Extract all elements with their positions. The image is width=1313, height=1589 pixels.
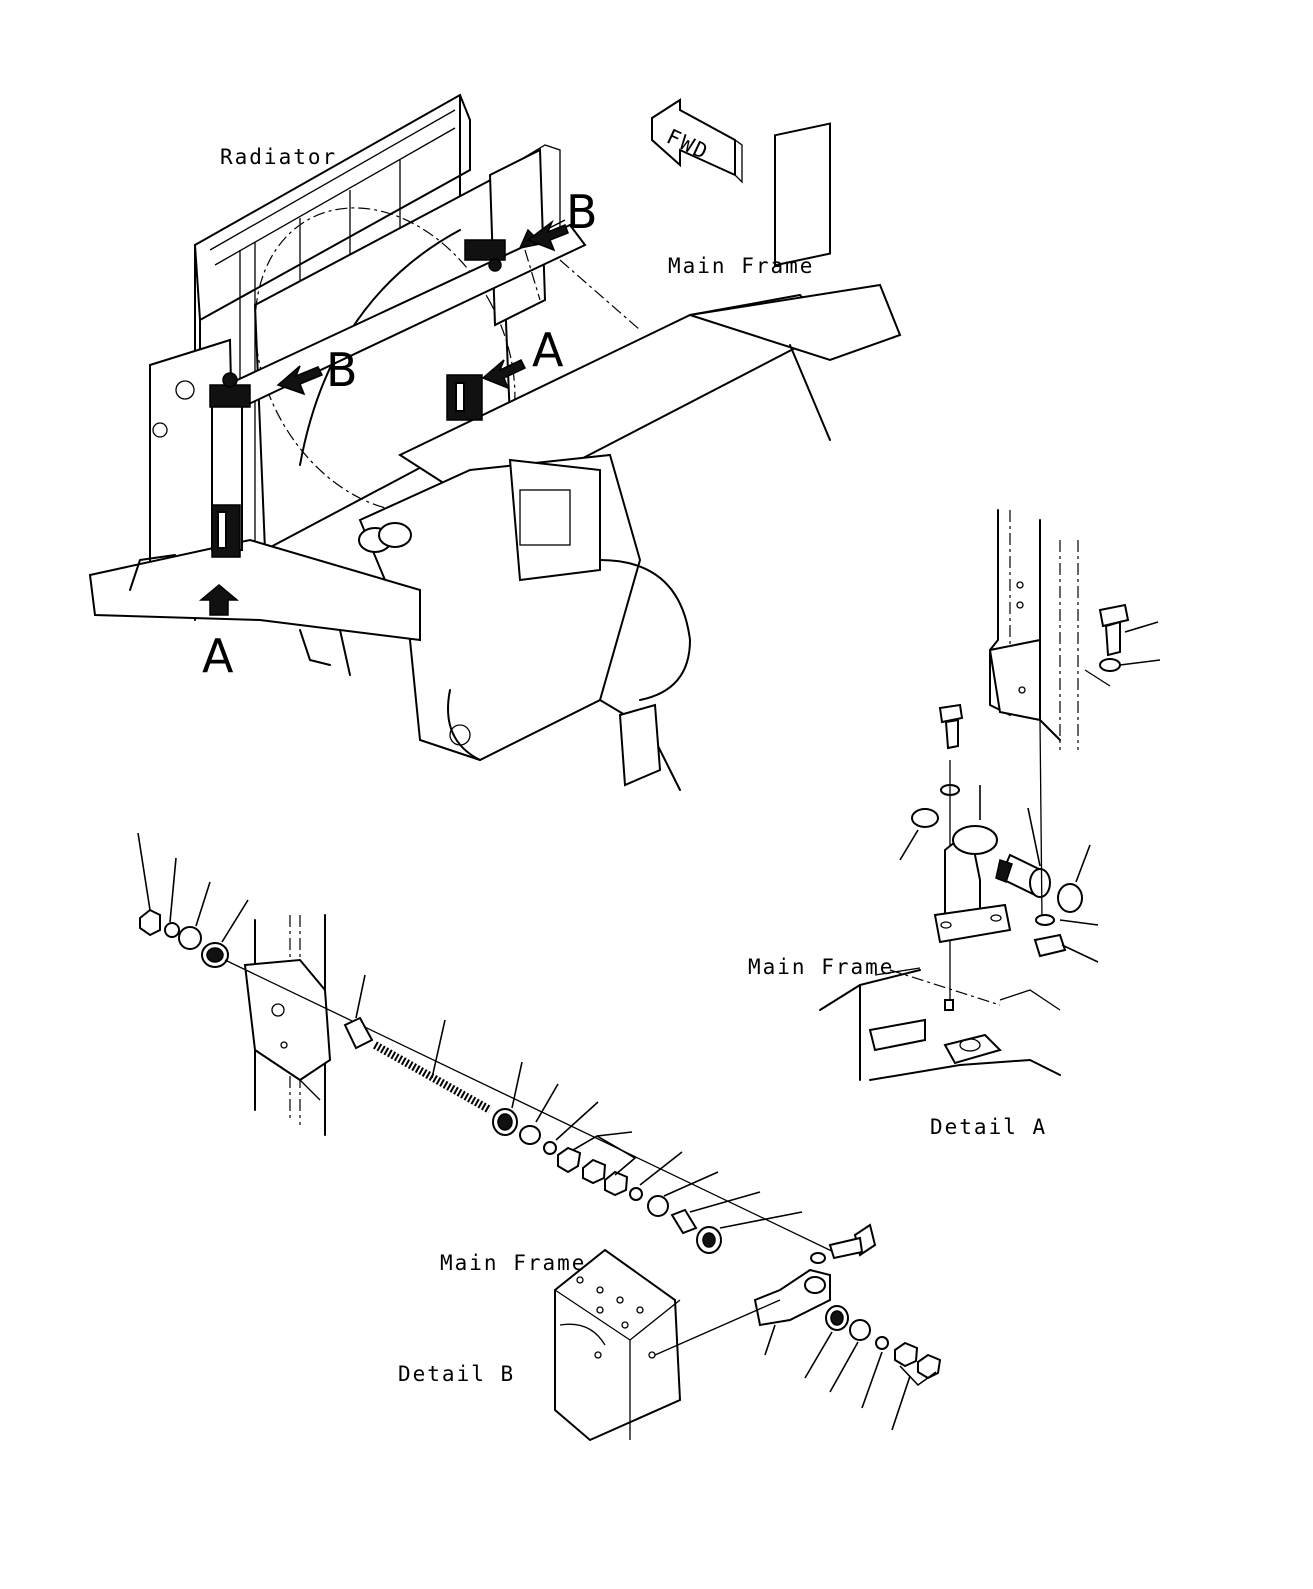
nut-washer-stack-lower (825, 1305, 942, 1380)
mount-b-left (209, 372, 251, 408)
bolt-lower-right (828, 1223, 877, 1260)
label-main-frame-detail-b: Main Frame (440, 1251, 586, 1275)
mount-b-upper (464, 239, 506, 272)
mount-bracket-b (753, 1268, 831, 1327)
nut-washer-stack-upper (139, 908, 229, 968)
arrow-b-upper (518, 219, 569, 252)
callout-b-left: B (326, 343, 358, 397)
label-main-frame-top: Main Frame (668, 254, 814, 278)
bushing-a (995, 853, 1051, 898)
detail-b-drawing: Main Frame Detail B (137, 832, 942, 1442)
callout-a-right: A (532, 323, 564, 377)
mount-a-left (211, 504, 241, 558)
main-assembly-drawing: FWD Radiator Main Frame B B A A (88, 93, 902, 791)
label-radiator: Radiator (220, 145, 337, 169)
mount-bracket-a (933, 825, 1012, 944)
callout-a-bottom: A (202, 629, 234, 683)
label-main-frame-detail-a: Main Frame (748, 955, 894, 979)
callout-b-upper: B (566, 185, 598, 239)
arrow-a-right (481, 359, 527, 390)
bolt-upper-middle (938, 703, 964, 750)
rod-hardware-stack (492, 1108, 722, 1254)
detail-a-drawing: Main Frame Detail A (748, 509, 1161, 1139)
arrow-a-bottom (198, 584, 240, 616)
label-detail-a: Detail A (930, 1115, 1047, 1139)
fwd-arrow-icon: FWD (651, 98, 743, 184)
bolt-upper-right (1098, 603, 1130, 657)
mount-a-right (446, 374, 483, 421)
label-detail-b: Detail B (398, 1362, 515, 1386)
arrow-b-left (276, 365, 324, 396)
